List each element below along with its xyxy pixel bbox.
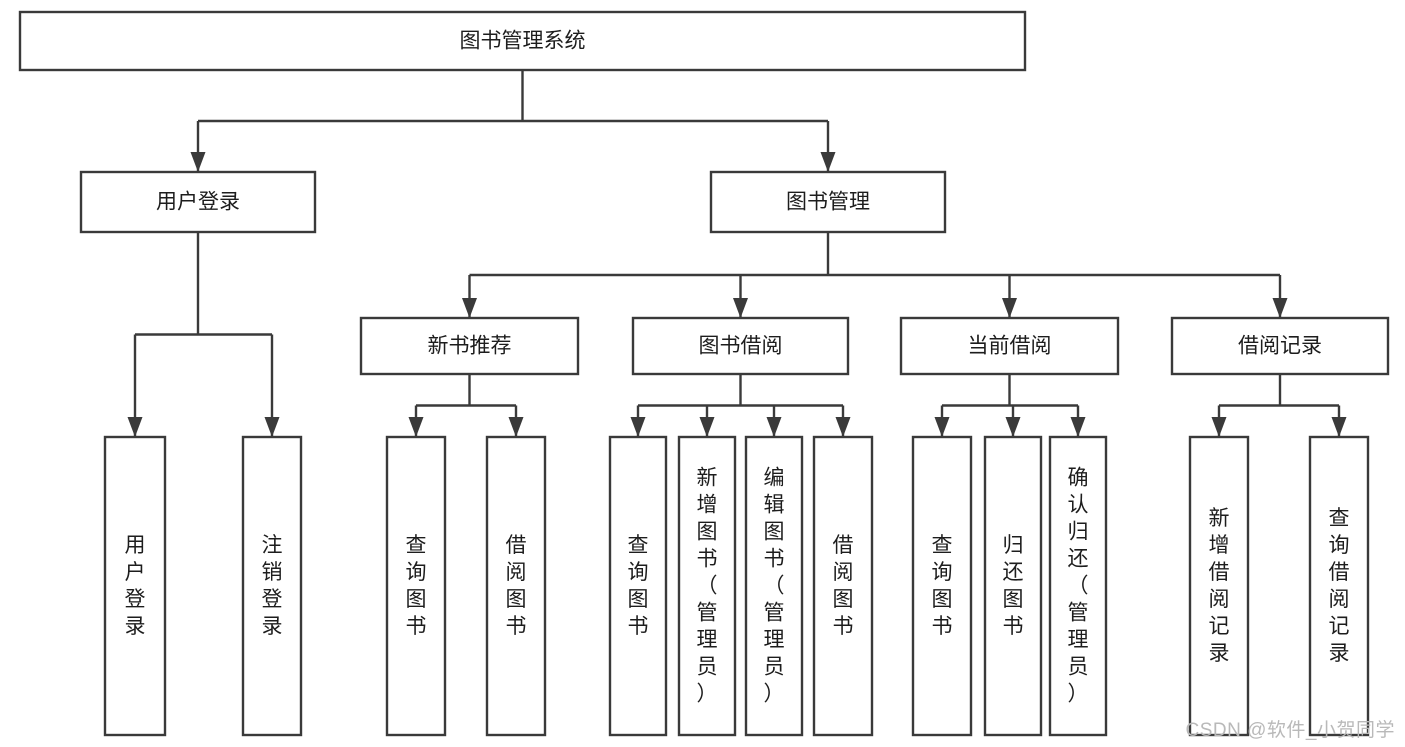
node-label-leaf-q1: 查询图书 bbox=[406, 534, 427, 638]
node-leaf-login[interactable]: 用户登录 bbox=[103, 435, 167, 737]
node-leaf-ret[interactable]: 归还图书 bbox=[983, 435, 1043, 737]
node-label-current: 当前借阅 bbox=[968, 335, 1052, 358]
node-box-leaf-q3 bbox=[911, 435, 973, 737]
arrow-head-icon bbox=[264, 417, 280, 437]
node-label-leaf-login: 用户登录 bbox=[125, 534, 146, 638]
node-root[interactable]: 图书管理系统 bbox=[18, 10, 1027, 72]
node-box-leaf-qrec bbox=[1308, 435, 1370, 737]
edge-group-bookmgmt bbox=[462, 232, 1288, 318]
arrow-head-icon bbox=[508, 417, 524, 437]
node-leaf-addrec[interactable]: 新增借阅记录 bbox=[1188, 435, 1250, 737]
node-box-leaf-ret bbox=[983, 435, 1043, 737]
node-leaf-b2[interactable]: 借阅图书 bbox=[812, 435, 874, 737]
node-label-bookmgmt: 图书管理 bbox=[786, 191, 870, 214]
node-bookmgmt[interactable]: 图书管理 bbox=[709, 170, 947, 234]
arrow-head-icon bbox=[699, 417, 715, 437]
node-box-leaf-edit bbox=[744, 435, 804, 737]
node-box-leaf-logout bbox=[241, 435, 303, 737]
arrow-head-icon bbox=[1002, 298, 1017, 318]
node-label-leaf-q2: 查询图书 bbox=[628, 534, 649, 638]
node-leaf-qrec[interactable]: 查询借阅记录 bbox=[1308, 435, 1370, 737]
arrow-head-icon bbox=[820, 152, 836, 172]
node-leaf-q1[interactable]: 查询图书 bbox=[385, 435, 447, 737]
node-box-root bbox=[18, 10, 1027, 72]
arrow-head-icon bbox=[630, 417, 646, 437]
node-box-login bbox=[79, 170, 317, 234]
arrow-head-icon bbox=[934, 417, 950, 437]
node-label-leaf-addrec: 新增借阅记录 bbox=[1209, 507, 1230, 665]
edge-group-root bbox=[190, 70, 836, 172]
node-leaf-edit[interactable]: 编辑图书（管理员） bbox=[744, 435, 804, 737]
arrow-head-icon bbox=[127, 417, 143, 437]
node-label-leaf-logout: 注销登录 bbox=[262, 534, 283, 638]
arrow-head-icon bbox=[408, 417, 424, 437]
node-records[interactable]: 借阅记录 bbox=[1170, 316, 1390, 376]
node-leaf-q2[interactable]: 查询图书 bbox=[608, 435, 668, 737]
node-box-newbook bbox=[359, 316, 580, 376]
node-label-leaf-b2: 借阅图书 bbox=[833, 534, 854, 638]
node-label-login: 用户登录 bbox=[156, 191, 240, 214]
node-borrow[interactable]: 图书借阅 bbox=[631, 316, 850, 376]
node-label-leaf-add: 新增图书（管理员） bbox=[697, 467, 718, 706]
node-leaf-conf[interactable]: 确认归还（管理员） bbox=[1048, 435, 1108, 737]
edge-layer bbox=[127, 70, 1347, 437]
node-current[interactable]: 当前借阅 bbox=[899, 316, 1120, 376]
node-box-leaf-addrec bbox=[1188, 435, 1250, 737]
node-label-leaf-conf: 确认归还（管理员） bbox=[1068, 467, 1089, 706]
node-label-leaf-edit: 编辑图书（管理员） bbox=[764, 467, 785, 706]
node-leaf-logout[interactable]: 注销登录 bbox=[241, 435, 303, 737]
node-newbook[interactable]: 新书推荐 bbox=[359, 316, 580, 376]
node-label-newbook: 新书推荐 bbox=[428, 335, 512, 358]
node-box-leaf-add bbox=[677, 435, 737, 737]
node-box-leaf-login bbox=[103, 435, 167, 737]
node-leaf-b1[interactable]: 借阅图书 bbox=[485, 435, 547, 737]
node-box-leaf-b1 bbox=[485, 435, 547, 737]
arrow-head-icon bbox=[1005, 417, 1021, 437]
node-login[interactable]: 用户登录 bbox=[79, 170, 317, 234]
arrow-head-icon bbox=[462, 298, 477, 318]
arrow-head-icon bbox=[1272, 298, 1288, 318]
node-label-leaf-ret: 归还图书 bbox=[1003, 534, 1024, 638]
arrow-head-icon bbox=[1211, 417, 1227, 437]
node-box-leaf-q2 bbox=[608, 435, 668, 737]
node-box-leaf-b2 bbox=[812, 435, 874, 737]
node-layer: 图书管理系统用户登录图书管理新书推荐图书借阅当前借阅借阅记录用户登录注销登录查询… bbox=[18, 10, 1390, 737]
node-label-borrow: 图书借阅 bbox=[699, 335, 783, 358]
node-leaf-q3[interactable]: 查询图书 bbox=[911, 435, 973, 737]
node-leaf-add[interactable]: 新增图书（管理员） bbox=[677, 435, 737, 737]
node-box-leaf-q1 bbox=[385, 435, 447, 737]
node-box-current bbox=[899, 316, 1120, 376]
edge-group-borrow bbox=[630, 374, 851, 437]
edge-group-records bbox=[1211, 374, 1347, 437]
node-box-leaf-conf bbox=[1048, 435, 1108, 737]
node-label-leaf-q3: 查询图书 bbox=[932, 534, 953, 638]
edge-group-current bbox=[934, 374, 1086, 437]
arrow-head-icon bbox=[1070, 417, 1086, 437]
node-box-bookmgmt bbox=[709, 170, 947, 234]
node-label-root: 图书管理系统 bbox=[460, 30, 586, 53]
node-box-records bbox=[1170, 316, 1390, 376]
node-label-leaf-b1: 借阅图书 bbox=[506, 534, 527, 638]
arrow-head-icon bbox=[1331, 417, 1347, 437]
node-box-borrow bbox=[631, 316, 850, 376]
edge-group-login bbox=[127, 232, 280, 437]
edge-group-newbook bbox=[408, 374, 524, 437]
node-label-records: 借阅记录 bbox=[1238, 335, 1322, 358]
arrow-head-icon bbox=[766, 417, 782, 437]
arrow-head-icon bbox=[835, 417, 851, 437]
node-label-leaf-qrec: 查询借阅记录 bbox=[1329, 507, 1350, 665]
arrow-head-icon bbox=[733, 298, 748, 318]
arrow-head-icon bbox=[190, 152, 206, 172]
